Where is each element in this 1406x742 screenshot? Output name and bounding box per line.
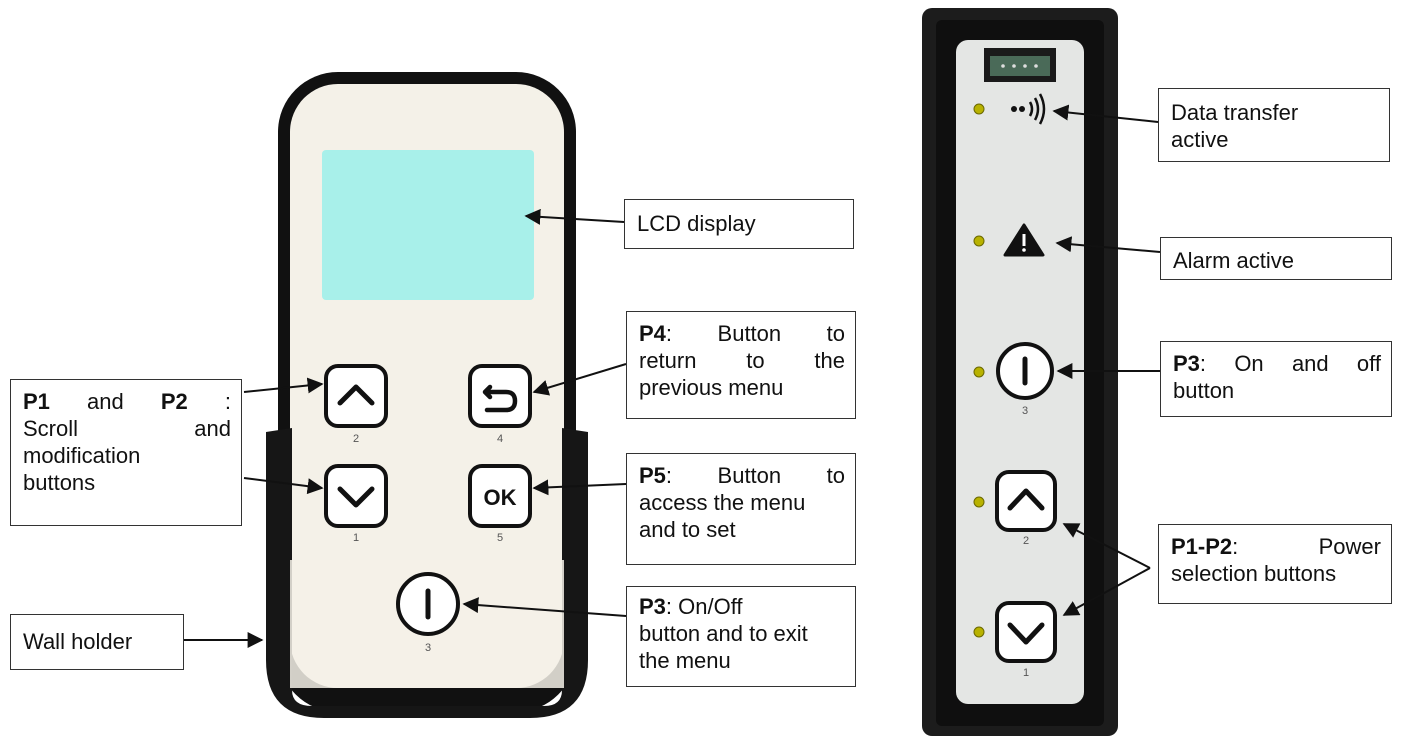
chevron-down-icon — [1007, 622, 1045, 645]
panel-down-button[interactable]: 1 — [995, 601, 1057, 679]
control-panel: 3 2 1 — [922, 8, 1118, 736]
callout-p4: P4: Button to return to the previous men… — [626, 311, 856, 419]
remote-back-button[interactable]: 4 — [468, 364, 532, 445]
power-led — [973, 366, 985, 378]
arrow-p5 — [532, 479, 627, 496]
lcd-display — [322, 150, 534, 300]
button-number: 3 — [425, 642, 431, 654]
remote-ok-button[interactable]: OK 5 — [468, 464, 532, 544]
callout-p1-p2: P1 and P2 : Scroll and modification butt… — [10, 379, 242, 526]
callout-data-transfer: Data transfer active — [1158, 88, 1390, 162]
callout-p1-p2-panel: P1-P2: Power selection buttons — [1158, 524, 1392, 604]
remote-up-button[interactable]: 2 — [324, 364, 388, 445]
connector-port — [984, 48, 1056, 82]
button-number: 4 — [497, 433, 503, 445]
chevron-down-icon — [337, 486, 375, 508]
arrow-p1-panel — [1062, 567, 1151, 616]
button-number: 1 — [353, 532, 359, 544]
callout-alarm-active: Alarm active — [1160, 237, 1392, 280]
key-p1: P1 — [23, 389, 50, 414]
up-led — [973, 496, 985, 508]
remote-power-button[interactable]: 3 — [396, 572, 460, 654]
arrow-lcd — [524, 208, 625, 225]
arrow-p2-panel — [1062, 523, 1151, 569]
data-transfer-icon — [1011, 93, 1046, 125]
button-number: 1 — [1023, 667, 1029, 679]
arrow-p1 — [243, 477, 324, 495]
chevron-up-icon — [1007, 488, 1045, 511]
remote-down-button[interactable]: 1 — [324, 464, 388, 544]
button-number: 5 — [497, 532, 503, 544]
key-p2: P2 — [160, 389, 188, 414]
ok-button-label: OK — [484, 485, 517, 510]
arrow-alarm — [1055, 236, 1161, 253]
arrow-p2 — [243, 377, 324, 394]
button-number: 3 — [1022, 405, 1028, 417]
arrow-p3-remote — [462, 597, 627, 617]
callout-wall-holder: Wall holder — [10, 614, 184, 670]
arrow-data-transfer — [1052, 104, 1159, 123]
arrow-p4 — [532, 363, 627, 396]
button-number: 2 — [1023, 535, 1029, 547]
button-number: 2 — [353, 433, 359, 445]
callout-p3-panel: P3: On and off button — [1160, 341, 1392, 417]
alarm-led — [973, 235, 985, 247]
panel-power-button[interactable]: 3 — [996, 342, 1054, 417]
return-arrow-icon — [482, 384, 518, 413]
data-transfer-led — [973, 103, 985, 115]
leader-arrows — [184, 104, 1161, 648]
panel-up-button[interactable]: 2 — [995, 470, 1057, 547]
chevron-up-icon — [337, 384, 375, 406]
down-led — [973, 626, 985, 638]
callout-p3-remote: P3: On/Off button and to exit the menu — [626, 586, 856, 687]
alarm-warning-icon — [1003, 223, 1045, 257]
callout-p5: P5: Button to access the menu and to set — [626, 453, 856, 565]
remote-control: 2 1 4 OK 5 3 — [266, 72, 588, 718]
callout-lcd-display: LCD display — [624, 199, 854, 249]
